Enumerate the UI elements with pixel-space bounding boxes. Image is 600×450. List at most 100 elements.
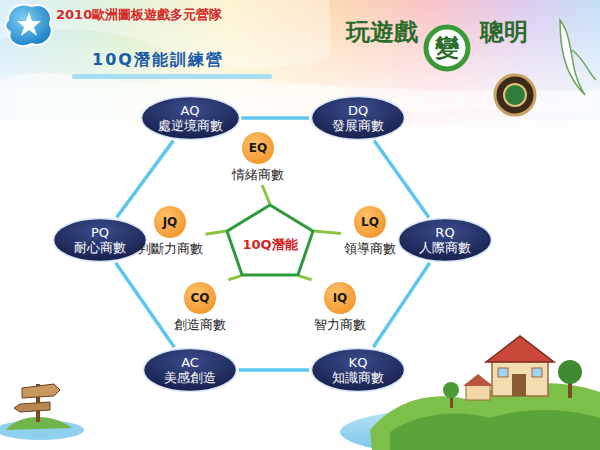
quotient-code: EQ xyxy=(249,141,267,155)
quotient-code: KQ xyxy=(349,355,368,370)
logo-ring xyxy=(426,27,468,69)
quotient-name: 創造商數 xyxy=(174,317,226,333)
quotient-code: JQ xyxy=(163,215,178,229)
quotient-ellipse: AQ處逆境商數 xyxy=(140,95,241,141)
house-door xyxy=(512,374,526,396)
node-content: 變 xyxy=(435,34,459,62)
quotient-ellipse: KQ知識商數 xyxy=(310,347,406,393)
quotient-ellipse: DQ發展商數 xyxy=(310,95,406,141)
logo-text: 聰明 xyxy=(480,16,528,48)
subtitle-underline xyxy=(72,74,272,79)
node-content: IQ 智力商數 xyxy=(313,281,367,333)
quotient-code: DQ xyxy=(348,103,368,118)
spoke-line xyxy=(299,276,312,280)
hexagon-side xyxy=(374,141,429,218)
quotient-ellipse: PQ耐心商數 xyxy=(52,217,148,263)
logo-character: 變 xyxy=(435,34,459,62)
quotient-code: AC xyxy=(181,355,199,370)
ellipse-shape xyxy=(141,97,239,140)
logo-circle: 變 xyxy=(423,24,471,72)
logo-stamp-inner xyxy=(504,84,526,106)
quotient-code: LQ xyxy=(361,215,379,229)
node-content: CQ 創造商數 xyxy=(173,281,227,333)
center-pentagon: 10Q潛能 xyxy=(225,203,315,277)
quotient-name: 判斷力商數 xyxy=(138,241,203,257)
orange-disc: CQ xyxy=(183,281,217,315)
house-window xyxy=(532,368,542,377)
quotient-name: 處逆境商數 xyxy=(158,118,223,133)
star-icon xyxy=(17,12,41,36)
logo-stamp xyxy=(495,75,535,115)
house-roof xyxy=(486,336,554,362)
star-badge xyxy=(5,5,51,47)
quotient-name: 發展商數 xyxy=(332,118,384,133)
quotient-name: 耐心商數 xyxy=(74,240,126,255)
quotient-name: 智力商數 xyxy=(314,317,366,333)
quotient-circle: IQ 智力商數 xyxy=(313,281,367,333)
ellipse-shape xyxy=(312,349,405,392)
node-content: AC美感創造 xyxy=(164,355,216,385)
subtitle: 10Q潛能訓練營 xyxy=(92,50,224,71)
node-content: AQ處逆境商數 xyxy=(158,103,223,133)
quotient-code: RQ xyxy=(435,225,454,240)
hexagon-side xyxy=(373,263,430,348)
node-content: JQ 判斷力商數 xyxy=(137,205,204,257)
pentagon-shape xyxy=(227,205,313,275)
quotient-name: 領導商數 xyxy=(344,241,396,257)
node-content: RQ人際商數 xyxy=(419,225,471,255)
island-hill xyxy=(390,410,600,450)
quotient-code: IQ xyxy=(333,291,348,305)
node-content: PQ耐心商數 xyxy=(74,225,126,255)
node-content: KQ知識商數 xyxy=(332,355,384,385)
house-wall xyxy=(492,360,548,396)
title: 2010歐洲圖板遊戲多元營隊 xyxy=(56,6,222,24)
orange-disc: JQ xyxy=(153,205,187,239)
hexagon-side xyxy=(242,116,310,120)
node-content: LQ 領導商數 xyxy=(343,205,397,257)
hexagon-side xyxy=(239,368,309,372)
signpost-board xyxy=(22,384,60,398)
logo-text: 玩遊戲 xyxy=(346,16,418,48)
ellipse-shape xyxy=(54,219,147,262)
quotient-code: PQ xyxy=(91,225,109,240)
quotient-circle: LQ 領導商數 xyxy=(343,205,397,257)
orange-disc: IQ xyxy=(323,281,357,315)
tree-crown xyxy=(558,360,582,384)
shed-roof xyxy=(463,374,493,386)
house-window xyxy=(498,368,508,377)
node-content: EQ 情緒商數 xyxy=(231,131,285,183)
quotient-name: 人際商數 xyxy=(419,240,471,255)
quotient-code: AQ xyxy=(181,103,200,118)
node-content: DQ發展商數 xyxy=(332,103,384,133)
center-title: 10Q潛能 xyxy=(242,237,297,252)
leaf-ornament xyxy=(560,20,585,95)
tree-crown xyxy=(443,382,459,398)
vine-ornament xyxy=(572,50,596,80)
orange-disc: EQ xyxy=(241,131,275,165)
quotient-code: CQ xyxy=(190,291,209,305)
spoke-line xyxy=(314,231,341,234)
quotient-ellipse: AC美感創造 xyxy=(142,347,238,393)
ellipse-shape xyxy=(399,219,492,262)
quotient-name: 情緒商數 xyxy=(232,167,284,183)
quotient-circle: JQ 判斷力商數 xyxy=(137,205,204,257)
rainbow-fade xyxy=(0,0,600,132)
orange-disc: LQ xyxy=(353,205,387,239)
island-hill xyxy=(370,383,600,450)
spoke-line xyxy=(205,231,226,234)
shed xyxy=(466,384,490,400)
spoke-line xyxy=(262,185,270,204)
quotient-ellipse: RQ人際商數 xyxy=(397,217,493,263)
spoke-line xyxy=(228,276,241,280)
hexagon-side xyxy=(116,263,175,348)
ellipse-shape xyxy=(312,97,405,140)
quotient-circle: CQ 創造商數 xyxy=(173,281,227,333)
node-content: 10Q潛能 xyxy=(242,229,297,252)
signpost-board xyxy=(14,402,50,412)
quotient-name: 美感創造 xyxy=(164,370,216,385)
ellipse-shape xyxy=(144,349,237,392)
quotient-name: 知識商數 xyxy=(332,370,384,385)
quotient-circle: EQ 情緒商數 xyxy=(231,131,285,183)
